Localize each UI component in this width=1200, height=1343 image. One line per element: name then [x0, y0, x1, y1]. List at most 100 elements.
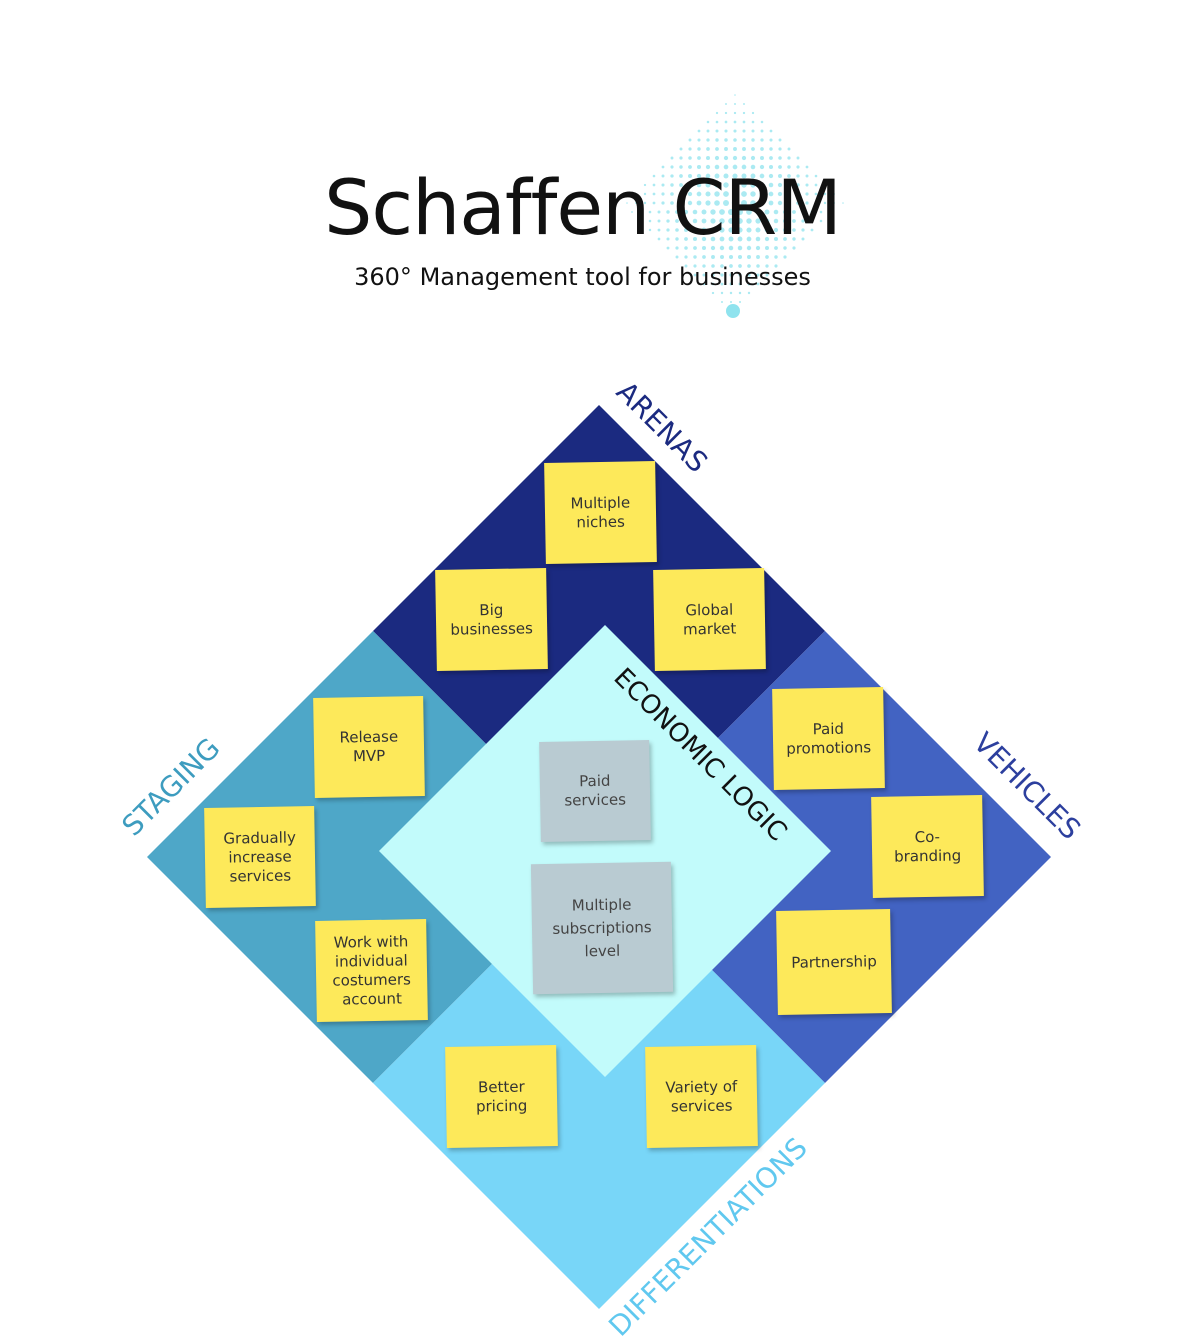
logo-dot [737, 236, 743, 242]
note-variety-of-services: Variety of services [645, 1045, 758, 1148]
logo-dot [768, 173, 774, 179]
logo-dot [737, 227, 743, 233]
logo-dot [810, 228, 814, 232]
logo-dot [759, 173, 765, 179]
logo-dot [710, 218, 716, 224]
logo-dot [652, 201, 656, 205]
logo-dot [750, 164, 756, 170]
logo-dot [657, 237, 661, 241]
logo-dot [731, 199, 739, 207]
logo-dot [787, 183, 791, 187]
logo-dot [769, 138, 773, 142]
logo-dot [696, 200, 702, 206]
logo-dot [670, 156, 674, 160]
logo-dot [643, 183, 647, 187]
logo-dot [774, 246, 778, 250]
logo-dot [792, 246, 796, 250]
logo-dot [711, 273, 715, 277]
logo-dot [764, 218, 770, 224]
logo-dot [675, 210, 679, 214]
logo-dot [756, 273, 760, 277]
note-gradually-increase-services: Gradually increase services [204, 806, 316, 908]
logo-dot [683, 218, 689, 224]
logo-dot [751, 111, 755, 115]
logo-dot [720, 300, 724, 304]
logo-dot [693, 246, 697, 250]
logo-dot [759, 191, 765, 197]
logo-dot [732, 191, 738, 197]
logo-dot [706, 156, 710, 160]
logo-dot [746, 245, 752, 251]
logo-dot [814, 201, 818, 205]
logo-dot [773, 236, 779, 242]
logo-dot [688, 147, 692, 151]
logo-dot [747, 264, 751, 268]
logo-dot [842, 202, 844, 204]
logo-dot [741, 155, 747, 161]
logo-dot [648, 210, 652, 214]
logo-dot [661, 183, 665, 187]
logo-dot [728, 227, 734, 233]
logo-dot [710, 209, 716, 215]
logo-dot [765, 255, 769, 259]
logo-dot [755, 245, 761, 251]
logo-dot [778, 156, 782, 160]
logo-dot [801, 237, 805, 241]
logo-dot [732, 155, 738, 161]
logo-dot [746, 209, 752, 215]
logo-dot [724, 111, 728, 115]
logo-dot [796, 192, 800, 196]
logo-dot [801, 210, 805, 214]
logo-dot [701, 245, 707, 251]
logo-dot [796, 156, 800, 160]
logo-dot [760, 147, 764, 151]
logo-dot [728, 218, 734, 224]
logo-dot [666, 228, 670, 232]
logo-dot [687, 191, 693, 197]
logo-dot [751, 138, 755, 142]
logo-dot [723, 155, 729, 161]
logo-dot [684, 228, 688, 232]
logo-dot [760, 138, 764, 142]
logo-dot [715, 138, 719, 142]
logo-dot [679, 192, 683, 196]
logo-dot [787, 201, 791, 205]
logo-dot [720, 291, 724, 295]
logo-dot [652, 183, 656, 187]
logo-dot [711, 291, 715, 295]
logo-dot [701, 209, 707, 215]
logo-dot [750, 173, 756, 179]
note-multiple-subscriptions-level: Multiple subscriptions level [530, 861, 674, 995]
logo-dot [723, 173, 729, 179]
logo-dot [715, 129, 719, 133]
logo-dot [729, 264, 733, 268]
logo-dot [778, 138, 782, 142]
logo-dot [741, 182, 747, 188]
logo-dot [679, 201, 683, 205]
logo-dot [814, 183, 818, 187]
logo-dot [724, 129, 728, 133]
logo-dot [726, 304, 740, 318]
logo-dot [692, 236, 698, 242]
logo-dot [756, 264, 760, 268]
note-paid-services: Paid services [539, 740, 651, 842]
logo-dot [702, 273, 706, 277]
logo-dot [719, 209, 725, 215]
logo-dot [792, 237, 796, 241]
logo-dot [670, 174, 674, 178]
logo-dot [787, 192, 791, 196]
logo-dot [696, 173, 702, 179]
logo-dot [810, 210, 814, 214]
logo-dot [833, 202, 835, 204]
page-title: Schaffen CRM [324, 163, 842, 252]
logo-dot [805, 192, 809, 196]
logo-dot [768, 200, 774, 206]
logo-dot [764, 227, 770, 233]
logo-dot [705, 164, 711, 170]
logo-dot [626, 202, 628, 204]
logo-dot [714, 191, 720, 197]
note-partnership: Partnership [776, 909, 892, 1015]
logo-dot [774, 255, 778, 259]
logo-dot [692, 227, 698, 233]
logo-dot [666, 237, 670, 241]
